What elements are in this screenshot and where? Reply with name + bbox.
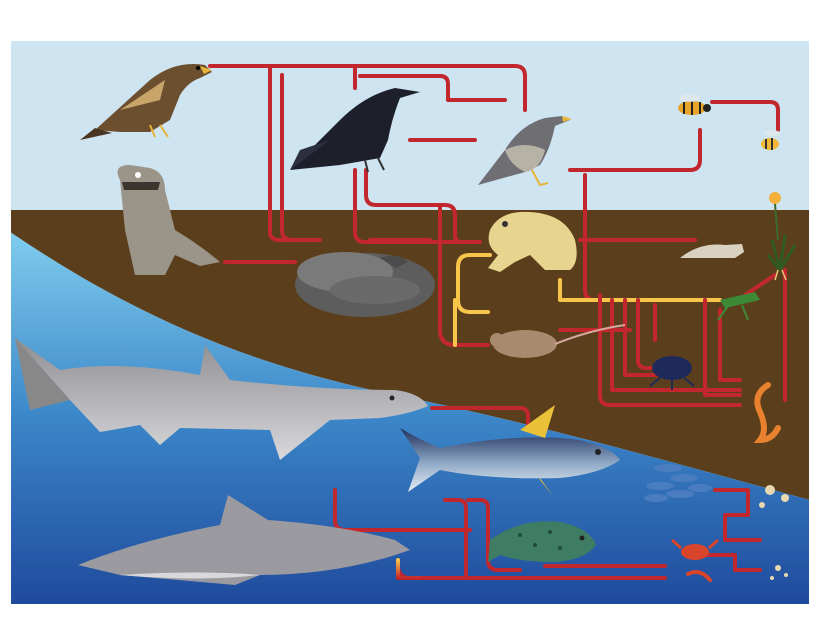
shark-icon (15, 338, 428, 460)
arrow-toad-grass (558, 278, 722, 302)
arrow-robin-insects (568, 128, 702, 172)
dolphin-icon (78, 495, 410, 585)
arrow-wasp-bee (710, 100, 780, 132)
toad-icon (488, 211, 577, 272)
arrow-plankton-1 (713, 488, 762, 542)
arrow-tip-dolphin (396, 558, 422, 580)
fish-school-icon (644, 464, 712, 502)
arrow-hawk-mouse (280, 73, 312, 242)
robin-icon (478, 116, 572, 187)
snake-icon (295, 252, 435, 317)
arrow-grouper-tuna (466, 498, 522, 572)
arrow-crow-mouse (364, 168, 482, 244)
arrow-toad-yellow (456, 253, 492, 314)
arrow-cluster-4 (636, 298, 662, 370)
arrow-cluster-6 (703, 298, 742, 397)
tuna-icon (400, 405, 620, 495)
ocean-zone (10, 232, 810, 605)
bee-icon (761, 130, 780, 150)
slug-icon (680, 244, 744, 258)
arrow-crow-toad (353, 168, 472, 244)
arrow-hawk-wide (358, 74, 507, 102)
wasp-icon (678, 94, 711, 115)
grasshopper-icon (717, 292, 760, 321)
arrow-shark-tuna (430, 406, 530, 427)
food-web-arrows (158, 64, 797, 580)
raccoon-icon (117, 165, 220, 275)
arrow-plankton-2 (698, 553, 762, 572)
arrow-cluster-7 (718, 308, 742, 382)
crab-icon (671, 538, 719, 560)
shrimp-icon (686, 570, 712, 582)
plankton-icon (759, 485, 789, 580)
arrow-tuna-grouper (443, 498, 468, 577)
worm-icon (753, 382, 781, 444)
plant-icon (766, 234, 797, 281)
grouper-icon (488, 521, 596, 562)
arrow-cluster-1 (598, 293, 742, 407)
arrow-hawk-robin (208, 64, 527, 112)
diagram-frame (9, 39, 811, 606)
flower-icon (769, 192, 781, 241)
arrow-hawk-snake (268, 64, 322, 242)
land-zone (10, 210, 810, 500)
crow-icon (290, 88, 420, 173)
arrow-plant-grass (743, 273, 777, 297)
mouse-icon (490, 324, 626, 358)
hawk-icon (80, 64, 212, 140)
beetle-icon (649, 356, 695, 390)
